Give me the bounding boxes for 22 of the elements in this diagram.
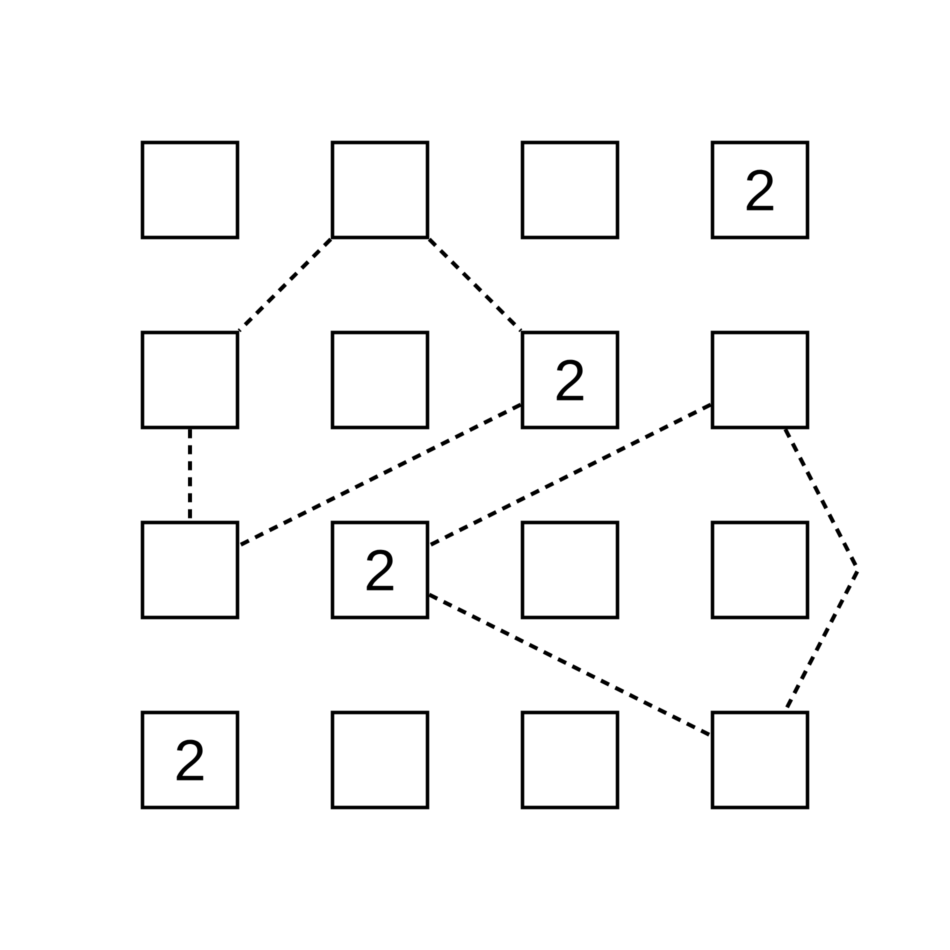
dotted-line xyxy=(428,402,712,548)
dotted-line xyxy=(238,402,522,548)
dotted-line xyxy=(238,238,332,332)
number-box: 2 xyxy=(710,140,810,240)
empty-box xyxy=(520,520,620,620)
number-box: 2 xyxy=(140,710,240,810)
empty-box xyxy=(710,710,810,810)
empty-box xyxy=(520,140,620,240)
empty-box xyxy=(140,520,240,620)
dotted-line xyxy=(428,238,522,332)
empty-box xyxy=(520,710,620,810)
empty-box xyxy=(330,140,430,240)
dotted-line xyxy=(428,592,712,738)
number-box: 2 xyxy=(520,330,620,430)
empty-box xyxy=(140,140,240,240)
empty-box xyxy=(710,330,810,430)
empty-box xyxy=(330,330,430,430)
empty-box xyxy=(330,710,430,810)
empty-box xyxy=(140,330,240,430)
dotted-line xyxy=(188,429,192,521)
number-box: 2 xyxy=(330,520,430,620)
empty-box xyxy=(710,520,810,620)
